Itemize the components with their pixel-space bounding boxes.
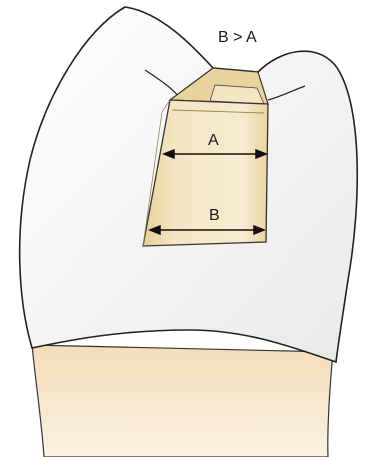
relation-label: B > A [218,29,257,46]
label-b: B [209,207,220,224]
tooth-root [32,345,333,457]
preparation-step [210,85,264,104]
label-a: A [208,132,219,149]
